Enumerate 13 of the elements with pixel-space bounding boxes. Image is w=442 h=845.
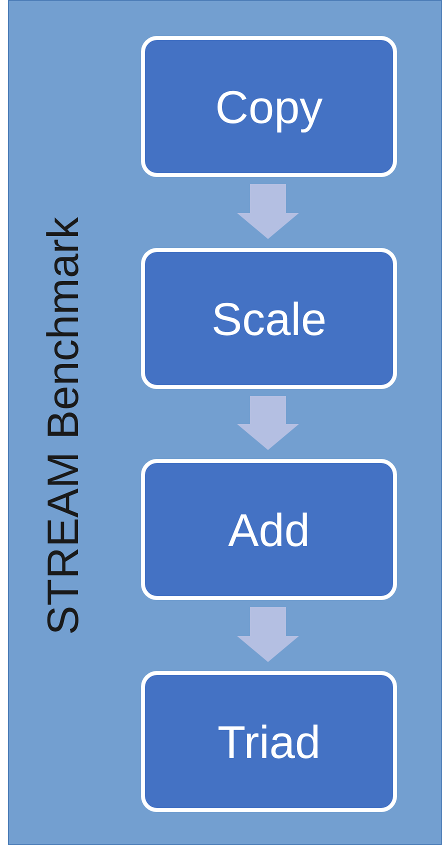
step-box [141, 36, 397, 177]
block-arrow [237, 184, 299, 239]
step-label: Scale [211, 292, 327, 346]
step-label: Add [228, 502, 310, 556]
block-arrow [237, 396, 299, 450]
step-box [141, 248, 397, 389]
vertical-title: STREAM Benchmark [39, 216, 89, 636]
step-box [141, 459, 397, 600]
benchmark-panel [8, 0, 442, 845]
step-box [141, 671, 397, 812]
block-arrow [237, 607, 299, 662]
step-label: Triad [217, 714, 321, 768]
step-label: Copy [215, 80, 323, 134]
